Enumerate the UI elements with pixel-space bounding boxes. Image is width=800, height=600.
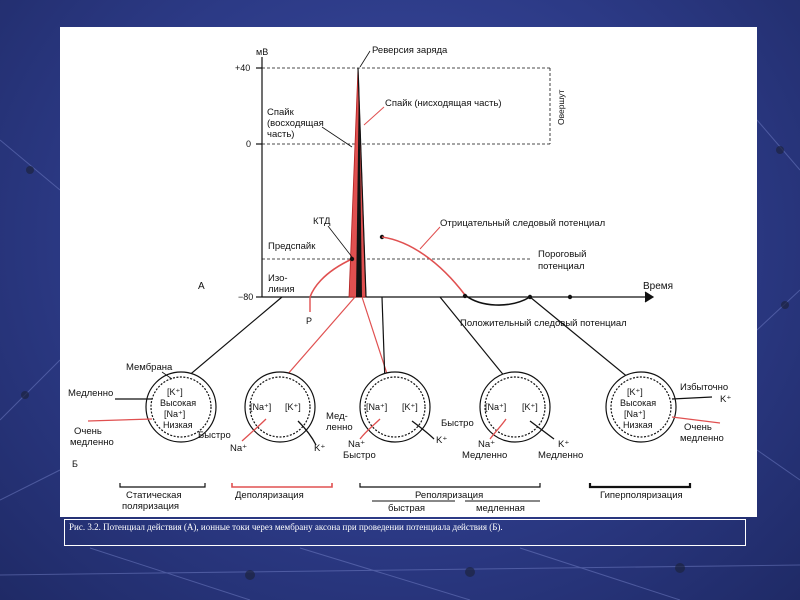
svg-text:[Na⁺]: [Na⁺] [366,402,387,412]
action-potential-diagram: мВ +40 0 −80 Время А Реверсия заряда Спа… [68,45,731,514]
very-slowly-label-1a: Очень [74,426,102,437]
label-b: Б [72,459,78,469]
spike-up-label-2: (восходящая [267,118,324,129]
very-slowly-label-1b: медленно [70,437,114,448]
phase-static-2: поляризация [122,501,179,512]
excess-label-2: K⁺ [720,394,731,405]
spike-core [356,77,362,297]
cell3-fast-right-label: Быстро [441,418,474,429]
overshoot-label: Овершут [556,89,566,125]
positive-trace-curve [464,294,531,306]
svg-text:[Na⁺]: [Na⁺] [624,409,645,419]
phase-static-1: Статическая [126,490,182,501]
axis-unit-label: мВ [256,47,268,57]
time-axis-label: Время [643,281,673,292]
cell-4: [Na⁺] [K⁺] [479,371,551,443]
cell4-k-label: K⁺ [558,439,569,450]
cell4-slow-left-label: Медленно [462,450,507,461]
cell-5: [K⁺] Высокая [Na⁺] Низкая [605,371,677,443]
tick-plus40: +40 [235,63,250,73]
ktd-label: КТД [313,216,331,227]
threshold-label-2: потенциал [538,261,585,272]
svg-text:[Na⁺]: [Na⁺] [250,402,271,412]
svg-text:[K⁺]: [K⁺] [627,387,643,397]
cell2-med-label-2: ленно [326,422,353,433]
phase-repol: Реполяризация [415,490,483,501]
iso-label-1: Изо- [268,273,288,284]
spike-up-label-1: Спайк [267,107,295,118]
phase-repol-fast: быстрая [388,503,425,514]
threshold-label-1: Пороговый [538,249,586,260]
svg-text:Высокая: Высокая [620,398,656,408]
tick-minus80: −80 [238,292,253,302]
pos-trace-label: Положительный следовый потенциал [460,318,627,329]
phase-depol: Деполяризация [235,490,304,501]
iso-label-2: линия [268,284,295,295]
spike-down-label: Спайк (нисходящая часть) [385,98,502,109]
cell2-k-label: K⁺ [314,443,325,454]
svg-text:[K⁺]: [K⁺] [285,402,301,412]
svg-text:[Na⁺]: [Na⁺] [164,409,185,419]
svg-text:Высокая: Высокая [160,398,196,408]
cell-3: [Na⁺] [K⁺] [359,371,431,443]
label-a: А [198,281,205,292]
prespike-curve [309,258,353,298]
phase-hyper: Гиперполяризация [600,490,683,501]
cell-2: [Na⁺] [K⁺] [244,371,316,443]
p-label: Р [306,316,312,326]
very-slowly-label-5a: Очень [684,422,712,433]
phase-repol-slow: медленная [476,503,525,514]
cell2-na-label: Na⁺ [230,443,247,454]
svg-text:[Na⁺]: [Na⁺] [485,402,506,412]
spike-up-label-3: часть) [267,129,294,140]
tick-zero: 0 [246,139,251,149]
svg-text:[K⁺]: [K⁺] [167,387,183,397]
reversal-label: Реверсия заряда [372,45,448,56]
cell3-k-label: K⁺ [436,435,447,446]
membrane-label: Мембрана [126,362,173,373]
cell2-fast-label: Быстро [198,430,231,441]
negative-trace-curve [381,236,466,296]
very-slowly-label-5b: медленно [680,433,724,444]
cell3-na-label: Na⁺ [348,439,365,450]
slowly-label-1: Медленно [68,388,113,399]
svg-text:Низкая: Низкая [623,420,653,430]
neg-trace-label: Отрицательный следовый потенциал [440,218,605,229]
svg-text:Низкая: Низкая [163,420,193,430]
cell4-na-label: Na⁺ [478,439,495,450]
cell3-fast-label: Быстро [343,450,376,461]
figure-caption: Рис. 3.2. Потенциал действия (А), ионные… [64,519,746,546]
svg-text:[K⁺]: [K⁺] [402,402,418,412]
prespike-label: Предспайк [268,241,316,252]
excess-label-1: Избыточно [680,382,728,393]
cell-1: [K⁺] Высокая [Na⁺] Низкая [145,371,217,443]
svg-text:[K⁺]: [K⁺] [522,402,538,412]
figure-caption-text: Рис. 3.2. Потенциал действия (А), ионные… [69,522,503,532]
cell2-med-label-1: Мед- [326,411,348,422]
cell4-slow-right-label: Медленно [538,450,583,461]
